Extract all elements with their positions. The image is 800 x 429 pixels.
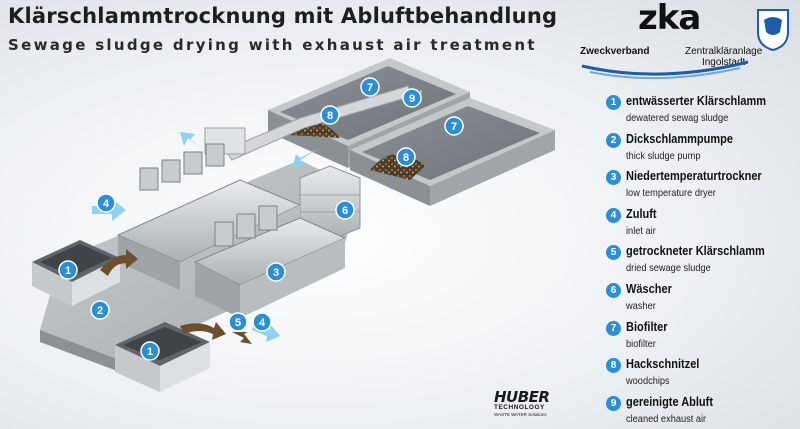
legend-label-de: Biofilter: [626, 319, 668, 334]
svg-text:5: 5: [235, 317, 241, 329]
dryer-hall-lower: [193, 205, 347, 318]
huber-logo: HUBER TECHNOLOGY WASTE WATER Solutions: [494, 390, 556, 418]
legend-item-1: 1 entwässerter Klärschlamm dewatered sew…: [606, 94, 798, 132]
legend-label-de: Wäscher: [626, 281, 672, 296]
marker-8-upper: 8: [320, 105, 340, 125]
legend-item-8: 8 Hackschnitzel woodchips: [606, 357, 798, 395]
svg-text:4: 4: [103, 198, 110, 210]
svg-text:1: 1: [65, 265, 71, 277]
marker-9: 9: [402, 88, 422, 108]
marker-4-left: 4: [96, 193, 116, 213]
legend-item-5: 5 getrockneter Klärschlamm dried sewage …: [606, 244, 798, 282]
svg-text:9: 9: [409, 93, 415, 105]
legend: 1 entwässerter Klärschlamm dewatered sew…: [606, 94, 798, 429]
legend-number: 5: [606, 245, 621, 261]
legend-label-en: thick sludge pump: [626, 149, 701, 162]
legend-number: 3: [606, 170, 621, 186]
coat-of-arms-icon: [757, 9, 789, 52]
legend-number: 7: [606, 320, 621, 336]
legend-label-de: Dickschlammpumpe: [626, 131, 733, 146]
legend-item-6: 6 Wäscher washer: [606, 282, 798, 320]
marker-4-right: 4: [252, 312, 272, 332]
marker-1-upper: 1: [58, 260, 78, 280]
legend-number: 6: [606, 282, 621, 298]
legend-label-en: washer: [626, 299, 656, 312]
legend-label-en: dried sewage sludge: [626, 262, 711, 275]
legend-label-en: dewatered sewag sludge: [626, 112, 729, 124]
legend-label-en: inlet air: [626, 224, 656, 237]
legend-label-de: entwässerter Klärschlamm: [626, 94, 767, 108]
logo-zentralklaeranlage: Zentralkläranlage Ingolstadt: [685, 46, 762, 68]
legend-item-7: 7 Biofilter biofilter: [606, 320, 798, 358]
legend-number: 2: [606, 132, 621, 148]
legend-number: 8: [606, 358, 621, 374]
svg-text:4: 4: [259, 317, 266, 329]
legend-item-3: 3 Niedertemperaturtrockner low temperatu…: [606, 169, 798, 207]
legend-label-de: Hackschnitzel: [626, 357, 700, 372]
legend-label-de: Niedertemperaturtrockner: [626, 169, 762, 184]
marker-2: 2: [90, 300, 110, 320]
legend-label-de: gereinigte Abluft: [626, 394, 713, 409]
marker-6: 6: [335, 200, 355, 220]
huber-tagline: WASTE WATER Solutions: [494, 412, 547, 417]
svg-text:8: 8: [403, 152, 409, 164]
legend-label-en: cleaned exhaust air: [626, 412, 707, 425]
svg-text:7: 7: [451, 121, 457, 133]
marker-1-lower: 1: [140, 341, 160, 361]
legend-label-de: Zuluft: [626, 206, 657, 221]
legend-label-en: biofilter: [626, 337, 656, 350]
marker-7-lower: 7: [444, 116, 464, 136]
marker-7-upper: 7: [360, 77, 380, 97]
title-english: Sewage sludge drying with exhaust air tr…: [8, 36, 537, 54]
legend-item-2: 2 Dickschlammpumpe thick sludge pump: [606, 132, 798, 170]
legend-label-en: woodchips: [626, 375, 670, 388]
legend-label-de: getrockneter Klärschlamm: [626, 244, 765, 259]
svg-text:1: 1: [147, 346, 153, 358]
legend-number: 4: [606, 207, 621, 223]
marker-5: 5: [228, 312, 248, 332]
sludge-flow-arrows: [100, 249, 252, 344]
marker-3: 3: [266, 262, 286, 282]
legend-item-9: 9 gereinigte Abluft cleaned exhaust air: [606, 395, 798, 429]
svg-text:8: 8: [327, 110, 333, 122]
logo-wordmark: zka: [638, 0, 701, 38]
svg-text:6: 6: [342, 205, 348, 217]
huber-brand: HUBER: [494, 388, 550, 406]
legend-number: 1: [606, 95, 621, 110]
logo-right-line1: Zentralkläranlage: [685, 46, 763, 57]
svg-text:7: 7: [367, 82, 373, 94]
marker-8-lower: 8: [396, 147, 416, 167]
legend-label-en: low temperature dryer: [626, 187, 716, 200]
zka-logo: zka Zweckverband Zentralkläranlage Ingol…: [580, 0, 798, 84]
logo-right-line2: Ingolstadt: [701, 57, 746, 68]
logo-zweckverband: Zweckverband: [580, 46, 650, 57]
huber-technology: TECHNOLOGY: [494, 404, 545, 411]
legend-number: 9: [606, 395, 621, 411]
title-german: Klärschlammtrocknung mit Abluftbehandlun…: [8, 4, 558, 28]
legend-item-4: 4 Zuluft inlet air: [606, 207, 798, 245]
logo-swoosh-icon: [581, 60, 749, 80]
plant-diagram: 1 1 2 3 4 4 5 6 7 7 8 8: [32, 58, 555, 392]
svg-text:2: 2: [97, 305, 103, 317]
svg-text:3: 3: [273, 267, 279, 279]
